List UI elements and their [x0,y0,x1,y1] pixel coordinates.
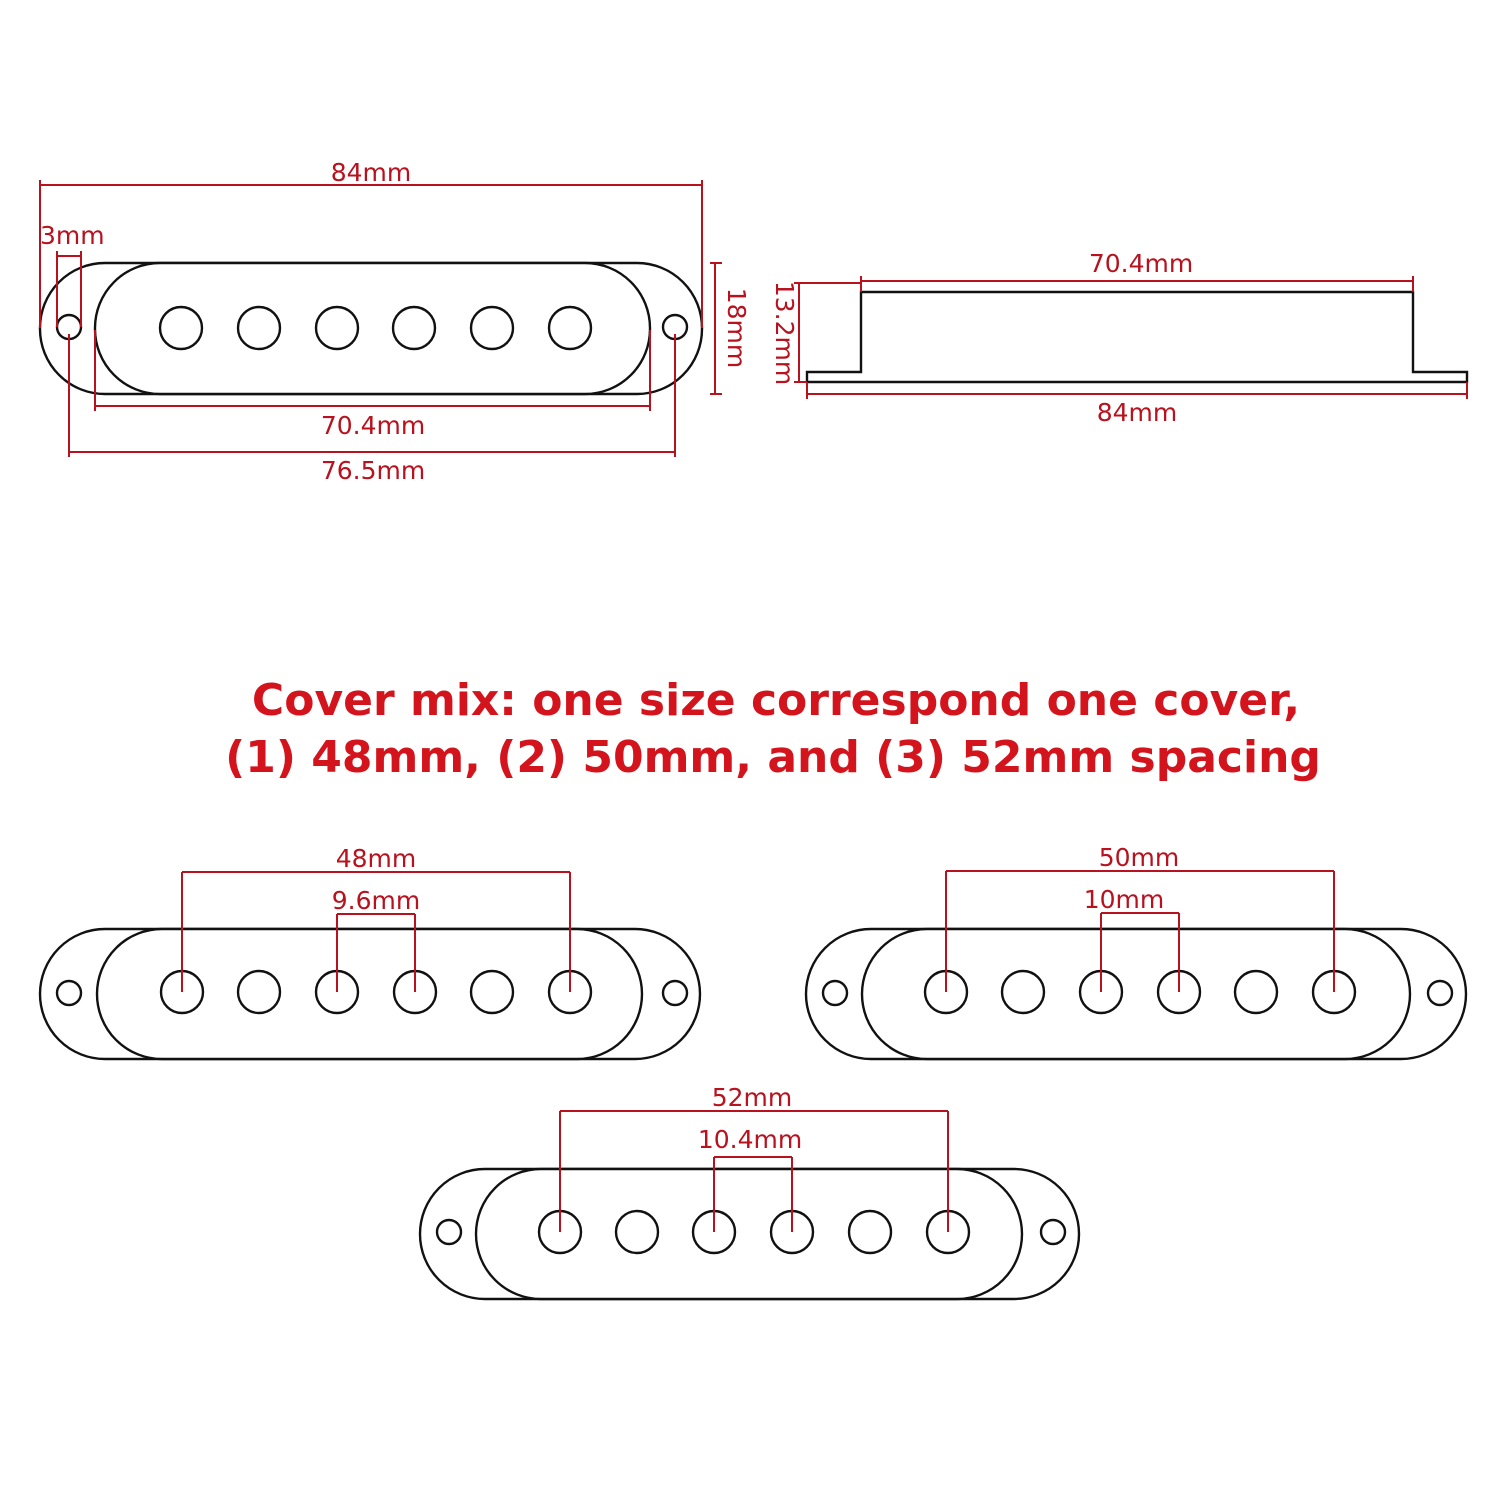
dim-hole-spacing: 76.5mm [68,334,676,485]
pole-hole [236,305,282,351]
pole-hole [469,305,515,351]
dim-span: 48mm [181,844,571,992]
pole-hole [469,969,515,1015]
cover-body [860,927,1412,1061]
pole-hole [1000,969,1046,1015]
pole-hole [547,305,593,351]
dim-span: 50mm [945,843,1335,992]
mount-hole-left [435,1218,463,1246]
dim-pitch-label: 10mm [1084,885,1165,914]
dim-pitch: 10mm [1084,885,1180,992]
dim-side-top-length: 70.4mm [860,249,1414,292]
dim-span-label: 48mm [336,844,417,873]
dim-width: 18mm [710,262,751,395]
pole-hole [158,305,204,351]
pole-hole [391,305,437,351]
dim-mount-hole: 3mm [40,221,105,327]
dim-mount-hole-label: 3mm [40,221,105,250]
top-view: 84mm 3mm 18mm 70.4mm 76.5mm [38,158,751,485]
mount-hole-left [55,979,83,1007]
pole-hole [1233,969,1279,1015]
dim-hole-spacing-label: 76.5mm [321,456,425,485]
pole-hole [236,969,282,1015]
top-view-cover-body [93,261,652,396]
pole-hole [314,305,360,351]
cover-50mm: 50mm 10mm [804,843,1468,1061]
pole-hole [847,1209,893,1255]
cover-52mm: 52mm 10.4mm [418,1083,1081,1301]
dim-pitch-label: 9.6mm [332,886,420,915]
dim-side-top-length-label: 70.4mm [1089,249,1193,278]
dim-width-label: 18mm [722,288,751,369]
mount-hole-right [661,979,689,1007]
cover-body [95,927,644,1061]
dim-cover-length: 70.4mm [94,330,651,440]
cover-48mm: 48mm 9.6mm [38,844,702,1061]
dim-span-label: 50mm [1099,843,1180,872]
dim-pitch: 10.4mm [698,1125,802,1232]
side-view-profile [805,290,1469,384]
dim-span: 52mm [559,1083,949,1232]
caption-line-1: Cover mix: one size correspond one cover… [252,675,1300,726]
dim-overall-length: 84mm [39,158,703,328]
cover-body [474,1167,1024,1301]
mount-hole-left [821,979,849,1007]
dim-side-height-label: 13.2mm [770,281,799,385]
side-view: 70.4mm 13.2mm 84mm [770,249,1469,427]
dim-side-base-length-label: 84mm [1097,398,1178,427]
dim-side-base-length: 84mm [806,382,1468,427]
caption-line-2: (1) 48mm, (2) 50mm, and (3) 52mm spacing [225,732,1321,783]
dim-pitch-label: 10.4mm [698,1125,802,1154]
dim-span-label: 52mm [712,1083,793,1112]
mount-hole-right [1426,979,1454,1007]
dim-cover-length-label: 70.4mm [321,411,425,440]
pole-hole [614,1209,660,1255]
dim-side-height: 13.2mm [770,281,861,385]
mount-hole-right [1039,1218,1067,1246]
dim-overall-length-label: 84mm [331,158,412,187]
dim-pitch: 9.6mm [332,886,420,992]
